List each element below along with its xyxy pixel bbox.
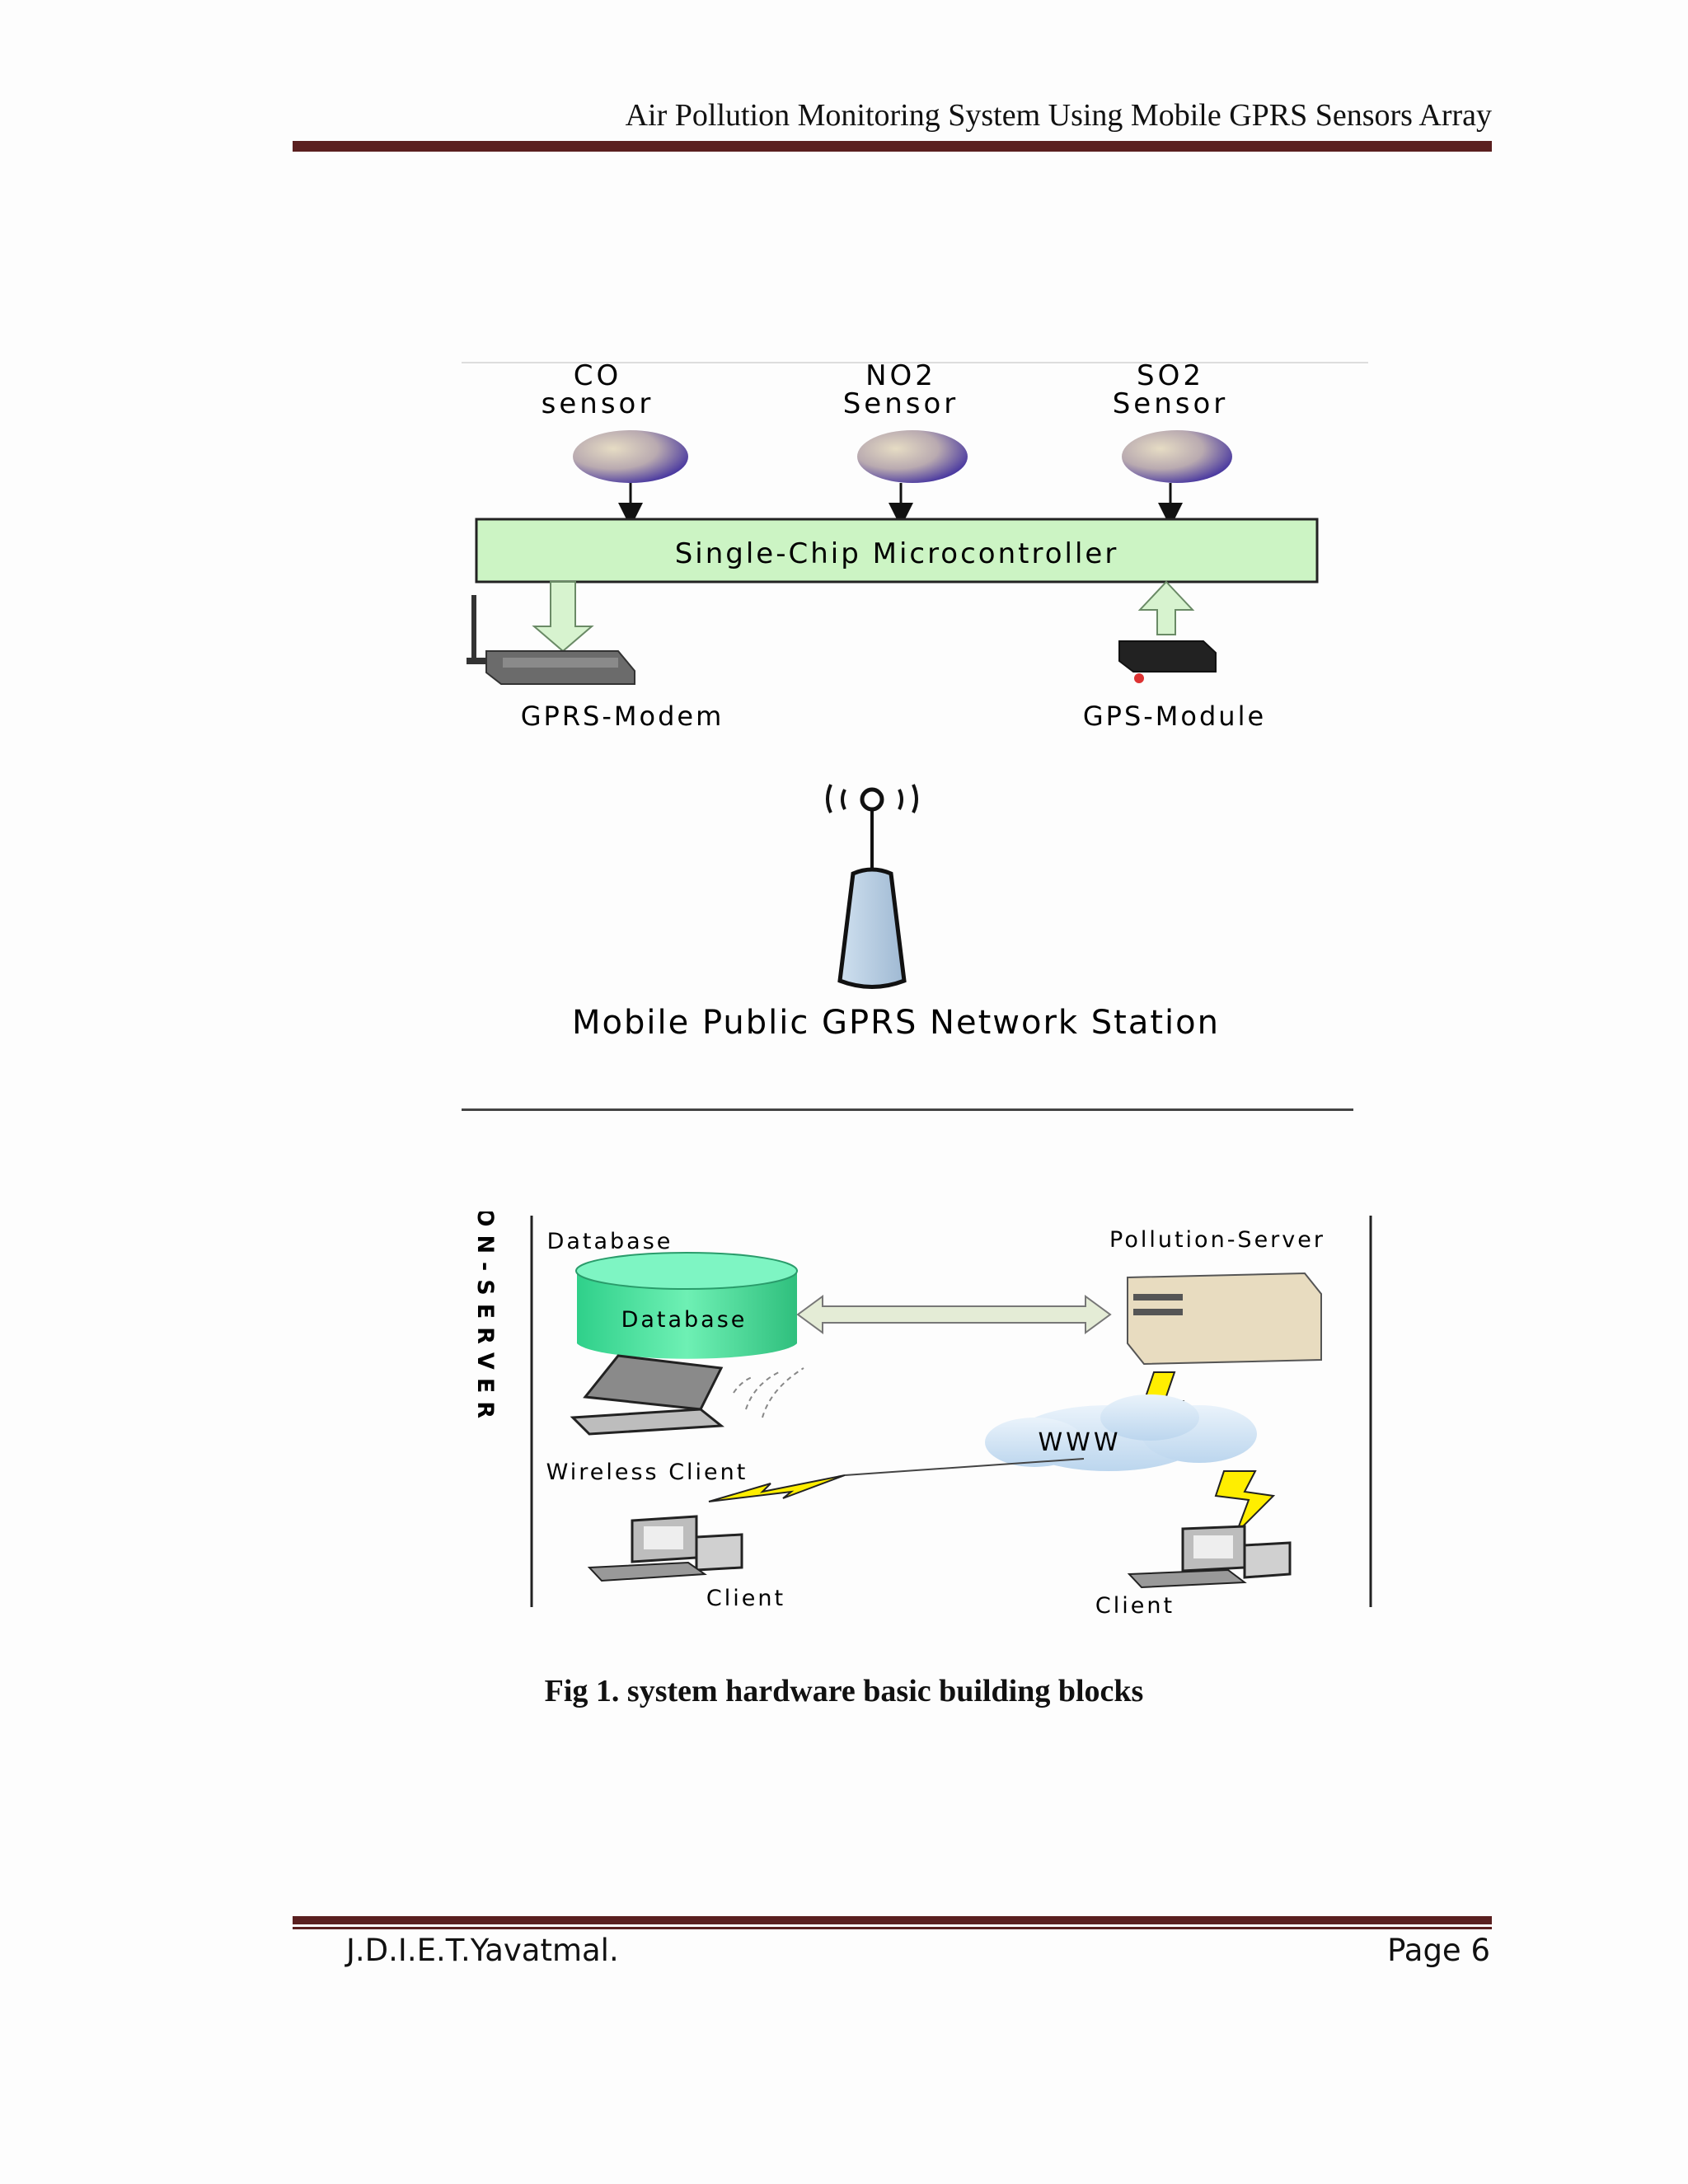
- client-right-label: Client: [1095, 1593, 1175, 1615]
- sensor-block-diagram: CO sensor NO2 Sensor SO2 Sensor Single-C…: [462, 359, 1368, 1042]
- wireless-signal-icon: [733, 1367, 804, 1418]
- database-title-label: Database: [547, 1229, 673, 1254]
- figure-caption: Fig 1. system hardware basic building bl…: [544, 1674, 1144, 1708]
- so2-sensor-label-line2: Sensor: [1113, 387, 1229, 420]
- client-right-pc-icon: [1127, 1525, 1292, 1589]
- internet-cloud-icon: [985, 1394, 1257, 1471]
- page-header-title: Air Pollution Monitoring System Using Mo…: [625, 98, 1492, 133]
- co-sensor-label: CO sensor: [542, 359, 654, 420]
- server-icon: [1127, 1272, 1322, 1366]
- pollution-server-side-label: POLLUTION-SERVER: [472, 1212, 498, 1427]
- gprs-modem-icon: [467, 595, 635, 685]
- database-icon: [575, 1252, 798, 1359]
- client-left-pc-icon: [587, 1515, 743, 1582]
- www-label: WWW: [1039, 1428, 1122, 1457]
- co-sensor-label-line1: CO: [574, 359, 622, 392]
- microcontroller-label: Single-Chip Microcontroller: [675, 537, 1119, 570]
- so2-sensor-label: SO2 Sensor: [1113, 359, 1229, 420]
- pollution-server-label: Pollution-Server: [1109, 1227, 1325, 1253]
- client-left-label: Client: [706, 1586, 785, 1611]
- so2-sensor-icon: [1122, 430, 1232, 483]
- footer-institution: J.D.I.E.T.Yavatmal.: [346, 1933, 619, 1968]
- server-block-diagram: POLLUTION-SERVER Database Database Pollu…: [472, 1212, 1372, 1615]
- no2-sensor-icon: [857, 430, 968, 483]
- network-tower-icon: [826, 784, 918, 989]
- laptop-icon: [570, 1354, 724, 1436]
- gprs-modem-label: GPRS-Modem: [521, 701, 724, 732]
- header-rule: [293, 138, 1492, 152]
- footer-rule: [293, 1916, 1492, 1929]
- database-server-link-arrow: [796, 1295, 1112, 1334]
- wireless-client-label: Wireless Client: [546, 1460, 748, 1485]
- co-sensor-label-line2: sensor: [542, 387, 654, 420]
- network-station-label: Mobile Public GPRS Network Station: [572, 1004, 1220, 1042]
- gps-module-label: GPS-Module: [1083, 701, 1266, 732]
- database-inner-label: Database: [621, 1307, 748, 1333]
- co-sensor-icon: [573, 430, 688, 483]
- no2-sensor-label: NO2 Sensor: [843, 359, 959, 420]
- footer-page-number: Page 6: [1387, 1933, 1490, 1968]
- microcontroller-box: [475, 518, 1319, 583]
- no2-sensor-label-line1: NO2: [865, 359, 936, 392]
- diagram-separator: [462, 1108, 1353, 1111]
- gps-module-icon: [1118, 640, 1217, 683]
- so2-sensor-label-line1: SO2: [1137, 359, 1204, 392]
- no2-sensor-label-line2: Sensor: [843, 387, 959, 420]
